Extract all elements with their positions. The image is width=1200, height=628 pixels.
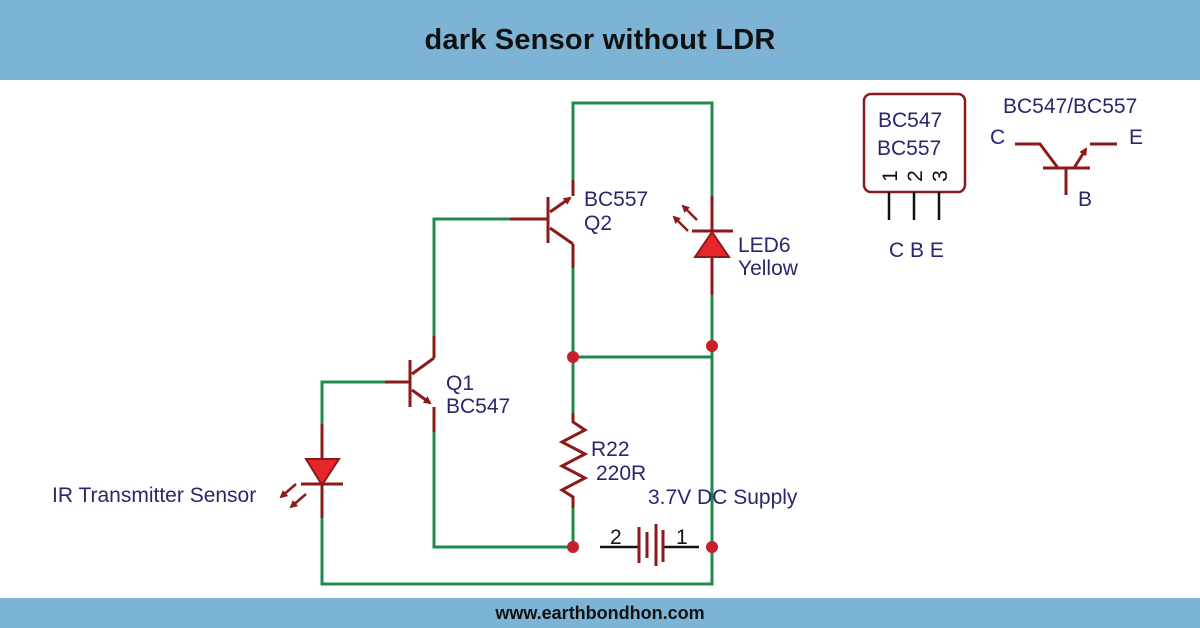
package-label-2: BC557: [877, 137, 941, 160]
page-title: dark Sensor without LDR: [424, 23, 776, 56]
wires: [320, 101, 714, 586]
wire-bottom-loop: [320, 518, 714, 586]
led-light-arrow-2: [672, 215, 689, 232]
resistor-value-label: 220R: [596, 462, 646, 485]
junction-dot: [567, 351, 579, 363]
q2-name-label: Q2: [584, 212, 612, 235]
pinout-package: [862, 92, 967, 220]
junction-dot: [567, 541, 579, 553]
resistor-r22: [558, 413, 589, 508]
junction-dot: [706, 541, 718, 553]
battery-label: 3.7V DC Supply: [648, 486, 798, 509]
website-link[interactable]: www.earthbondhon.com: [495, 602, 705, 623]
footer-banner: www.earthbondhon.com: [0, 598, 1200, 628]
pin-letters: C B E: [889, 239, 944, 262]
led-color-label: Yellow: [738, 257, 799, 280]
ir-light-arrow-2: [289, 493, 307, 509]
symbol-emitter-label: E: [1129, 126, 1143, 149]
junction-dot: [706, 340, 718, 352]
battery-pin-2: 2: [610, 526, 622, 549]
transistor-q2: [510, 180, 575, 268]
wire-top-loop: [571, 101, 714, 196]
ir-sensor: [279, 424, 343, 518]
battery: [600, 524, 699, 566]
junctions: [567, 340, 718, 553]
symbol-collector-label: C: [990, 126, 1005, 149]
led-light-arrow-1: [681, 204, 698, 221]
pin-number-1: 1: [879, 170, 902, 182]
title-banner: dark Sensor without LDR: [0, 0, 1200, 80]
led6: [672, 196, 733, 295]
pin-number-3: 3: [929, 170, 952, 182]
resistor-name-label: R22: [591, 438, 630, 461]
package-label-1: BC547: [878, 109, 942, 132]
q2-part-label: BC557: [584, 188, 648, 211]
q1-name-label: Q1: [446, 372, 474, 395]
q1-part-label: BC547: [446, 395, 510, 418]
ir-light-arrow-1: [279, 483, 297, 499]
ir-sensor-label: IR Transmitter Sensor: [52, 484, 256, 507]
wire-q2-base: [432, 217, 510, 336]
symbol-base-label: B: [1078, 188, 1092, 211]
wire-q1-emitter: [432, 432, 573, 549]
transistor-q1: [385, 336, 436, 432]
transistor-symbol: [1015, 142, 1117, 195]
pin-number-2: 2: [904, 170, 927, 182]
led-name-label: LED6: [738, 234, 791, 257]
wire-q1-base: [320, 380, 385, 424]
symbol-title: BC547/BC557: [1003, 95, 1137, 118]
battery-pin-1: 1: [676, 526, 688, 549]
